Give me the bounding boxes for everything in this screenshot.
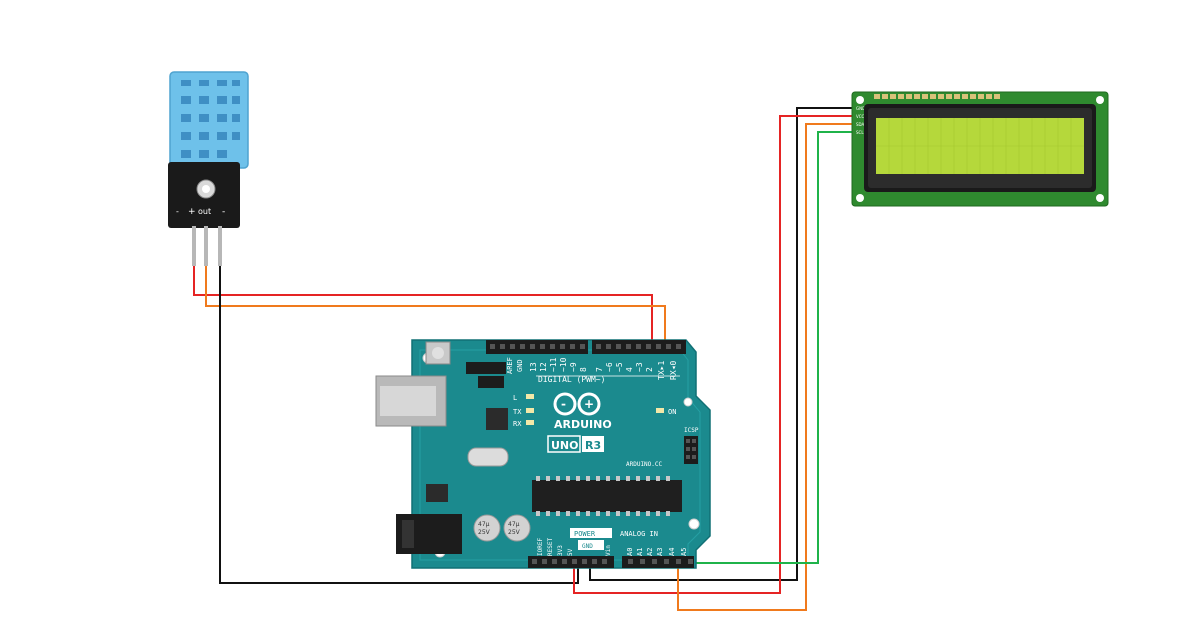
wire-dht-gnd bbox=[219, 232, 579, 584]
dht-pin-label-minus: - bbox=[176, 207, 179, 216]
svg-text:A4: A4 bbox=[668, 548, 676, 556]
wire-dht-data bbox=[205, 232, 666, 340]
usb-controller-chip bbox=[486, 408, 508, 430]
label-aref: AREF bbox=[506, 357, 514, 374]
svg-text:+: + bbox=[584, 397, 594, 411]
lcd-module: GND VCC SDA SCL bbox=[851, 91, 1109, 207]
digital-header-left bbox=[486, 340, 588, 354]
pin-label-3: ~3 bbox=[635, 362, 644, 372]
power-header bbox=[528, 556, 614, 568]
dht-pin-label-plus: + bbox=[188, 207, 196, 217]
dht-pin-vcc bbox=[192, 226, 196, 266]
capacitor-2: 47µ 25V bbox=[503, 514, 531, 542]
model-r3-label: R3 bbox=[585, 439, 601, 452]
pin-label-6: ~6 bbox=[605, 362, 614, 372]
website-label: ARDUINO.CC bbox=[626, 461, 663, 468]
wire-lcd-sda bbox=[677, 123, 856, 611]
svg-text:SDA: SDA bbox=[856, 122, 865, 127]
label-on: ON bbox=[668, 408, 676, 416]
wire-lcd-vcc bbox=[573, 115, 856, 594]
pin-label-11: ~11 bbox=[549, 357, 558, 372]
dht-pin-label-out: out bbox=[198, 207, 211, 216]
label-l: L bbox=[513, 394, 517, 402]
pin-label-4: 4 bbox=[625, 367, 634, 372]
wire-lcd-gnd bbox=[589, 107, 856, 581]
pin-label-5: ~5 bbox=[615, 362, 624, 372]
lcd-i2c-pins: GND VCC SDA SCL bbox=[856, 106, 865, 135]
svg-text:VCC: VCC bbox=[856, 114, 865, 119]
svg-text:5V: 5V bbox=[567, 548, 574, 556]
pin-label-10: ~10 bbox=[559, 357, 568, 372]
svg-text:25V: 25V bbox=[508, 529, 521, 536]
header-power-label: POWER bbox=[574, 530, 596, 538]
header-analog-label: ANALOG IN bbox=[620, 530, 658, 538]
pin-label-7: 7 bbox=[595, 367, 604, 372]
model-uno-label: UNO bbox=[551, 439, 579, 452]
svg-text:A1: A1 bbox=[636, 548, 644, 556]
svg-text:3V3: 3V3 bbox=[557, 545, 564, 556]
label-gnd-top: GND bbox=[516, 359, 524, 372]
svg-text:SCL: SCL bbox=[856, 130, 864, 135]
digital-pin-labels: 13 12 ~11 ~10 ~9 8 7 ~6 ~5 4 ~3 2 TX▸1 R… bbox=[529, 357, 678, 380]
wire-lcd-scl bbox=[690, 131, 856, 564]
svg-text:-: - bbox=[561, 397, 566, 411]
voltage-regulator bbox=[426, 484, 448, 502]
wires bbox=[193, 107, 856, 611]
analog-pin-labels: A0 A1 A2 A3 A4 A5 bbox=[626, 548, 688, 556]
dht-pin-data bbox=[204, 226, 208, 266]
pin-label-rx: RX◂0 bbox=[669, 361, 678, 380]
svg-text:A2: A2 bbox=[646, 548, 654, 556]
label-rx: RX bbox=[513, 420, 522, 428]
svg-text:47µ: 47µ bbox=[478, 521, 490, 528]
pin-label-2: 2 bbox=[645, 367, 654, 372]
crystal bbox=[467, 447, 509, 467]
label-tx: TX bbox=[513, 408, 522, 416]
arduino-logo-icon bbox=[553, 392, 601, 416]
dht11-sensor: - + out - bbox=[168, 71, 249, 266]
svg-text:GND: GND bbox=[856, 106, 865, 111]
wire-dht-vcc bbox=[193, 232, 653, 340]
dht-pin-label-minus2: - bbox=[222, 207, 225, 217]
svg-text:IOREF: IOREF bbox=[537, 538, 544, 556]
pin-label-tx: TX▸1 bbox=[657, 361, 666, 380]
lcd-character-grid bbox=[876, 118, 1084, 174]
svg-text:A5: A5 bbox=[680, 548, 688, 556]
atmega-chip bbox=[532, 480, 682, 512]
lcd-top-pads bbox=[874, 94, 1000, 99]
header-digital-label: DIGITAL (PWM~) bbox=[538, 375, 605, 384]
svg-text:A0: A0 bbox=[626, 548, 634, 556]
pin-label-13: 13 bbox=[529, 362, 538, 372]
pin-label-8: 8 bbox=[579, 367, 588, 372]
svg-text:RESET: RESET bbox=[547, 538, 554, 556]
brand-label: ARDUINO bbox=[554, 418, 612, 431]
pin-label-12: 12 bbox=[539, 362, 548, 372]
svg-text:25V: 25V bbox=[478, 529, 491, 536]
dht-pin-gnd bbox=[218, 226, 222, 266]
label-icsp: ICSP bbox=[684, 427, 699, 434]
capacitor-1: 47µ 25V bbox=[473, 514, 501, 542]
svg-text:47µ: 47µ bbox=[508, 521, 520, 528]
dht-grille bbox=[181, 80, 240, 158]
svg-text:Vin: Vin bbox=[605, 545, 612, 556]
arduino-uno: 13 12 ~11 ~10 ~9 8 7 ~6 ~5 4 ~3 2 TX▸1 R… bbox=[375, 339, 711, 569]
pin-label-9: ~9 bbox=[569, 362, 578, 372]
svg-text:A3: A3 bbox=[656, 548, 664, 556]
power-pin-labels: IOREF RESET 3V3 5V Vin bbox=[537, 538, 612, 556]
label-gnd-bottom: GND bbox=[582, 543, 593, 550]
